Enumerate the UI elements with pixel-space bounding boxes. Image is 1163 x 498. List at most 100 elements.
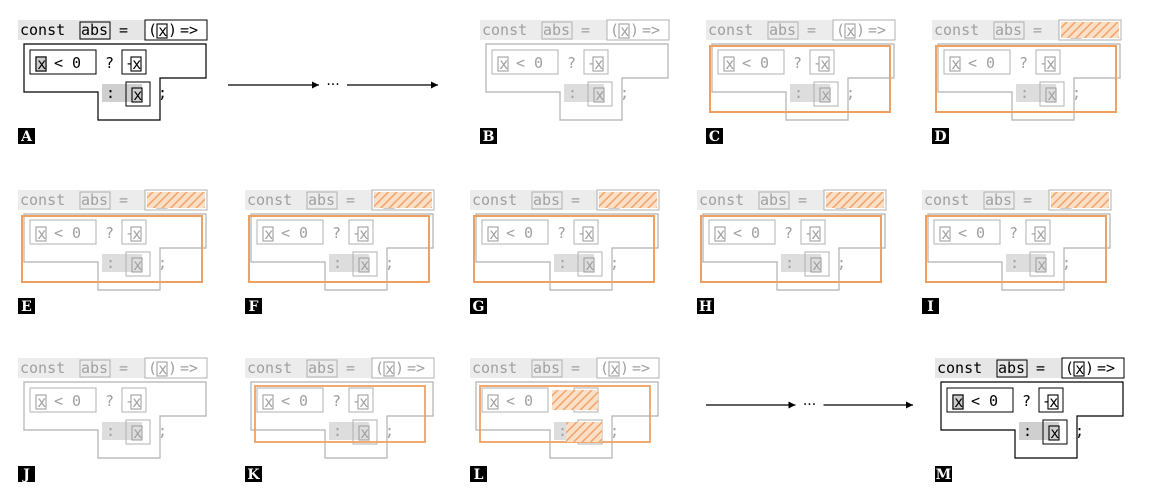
identifier-abs: abs	[760, 191, 787, 209]
identifier-abs: abs	[533, 359, 560, 377]
panel-label-text: J	[21, 467, 30, 483]
semicolon: ;	[610, 254, 619, 272]
minus-sign: -	[587, 54, 596, 72]
highlight-outline	[473, 215, 655, 283]
hole-text: x	[158, 22, 167, 40]
panel-label: B	[480, 128, 497, 145]
keyword-const: const	[20, 359, 65, 377]
close-paren: )	[168, 359, 177, 377]
identifier-abs: abs	[308, 191, 335, 209]
arrow-token: =>	[632, 359, 650, 377]
minus-sign: -	[125, 54, 134, 72]
question-mark: ?	[1009, 224, 1018, 242]
less-than: <	[506, 224, 515, 242]
hole-text: x	[264, 393, 273, 411]
hole-text: x	[1047, 86, 1056, 104]
arrow-head	[312, 81, 319, 89]
identifier-abs: abs	[533, 191, 560, 209]
hatched-lambda	[147, 192, 205, 208]
neg-hole: x	[1047, 393, 1059, 411]
semicolon: ;	[158, 422, 167, 440]
hole-text: x	[585, 256, 594, 274]
equals-sign: =	[119, 191, 128, 209]
body-outline	[940, 381, 1124, 459]
else-hole: x	[358, 424, 370, 442]
hole-text: x	[954, 393, 963, 411]
hole-text: x	[1046, 55, 1055, 73]
minus-sign: -	[804, 224, 813, 242]
neg-hole: x	[130, 393, 142, 411]
panel-label: E	[18, 298, 35, 315]
cond-hole: x	[497, 55, 509, 73]
hole-text: x	[584, 225, 593, 243]
cond-hole: x	[35, 55, 47, 73]
neg-hole: x	[357, 393, 369, 411]
hole-text: x	[610, 360, 619, 378]
open-paren: (	[1065, 359, 1074, 377]
semicolon: ;	[158, 84, 167, 102]
hole-text: x	[360, 424, 369, 442]
equals-sign: =	[1023, 191, 1032, 209]
open-paren: (	[375, 359, 384, 377]
zero-literal: 0	[989, 392, 998, 410]
arrow-head	[788, 401, 796, 409]
zero-literal: 0	[976, 224, 985, 242]
minus-sign: -	[577, 224, 586, 242]
question-mark: ?	[793, 54, 802, 72]
body-outline	[702, 213, 886, 291]
identifier-abs: abs	[81, 21, 108, 39]
hole-text: x	[1049, 393, 1058, 411]
hole-text: x	[725, 55, 734, 73]
neg-hole: x	[130, 55, 142, 73]
identifier-abs: abs	[998, 359, 1025, 377]
close-paren: )	[395, 359, 404, 377]
keyword-const: const	[934, 21, 979, 39]
close-paren: )	[620, 359, 629, 377]
hole-text: x	[385, 360, 394, 378]
identifier-abs: abs	[81, 191, 108, 209]
highlight-outline	[925, 215, 1107, 283]
else-hole: x	[1035, 256, 1047, 274]
semicolon: ;	[385, 422, 394, 440]
cond-hole: x	[487, 225, 499, 243]
panel-label-text: B	[483, 129, 495, 145]
less-than: <	[968, 54, 977, 72]
less-than: <	[54, 224, 63, 242]
colon-token: :	[1023, 422, 1032, 440]
semicolon: ;	[158, 254, 167, 272]
minus-sign: -	[125, 224, 134, 242]
arrow-token: =>	[642, 21, 660, 39]
else-hole: x	[1048, 424, 1060, 442]
open-paren: (	[148, 21, 157, 39]
identifier-abs: abs	[81, 359, 108, 377]
param-hole: x	[608, 360, 620, 378]
panel-label-text: E	[21, 299, 32, 315]
keyword-const: const	[708, 21, 753, 39]
question-mark: ?	[1022, 392, 1031, 410]
keyword-const: const	[472, 191, 517, 209]
arrow-token: =>	[407, 359, 425, 377]
colon-token: :	[568, 84, 577, 102]
neg-hole: x	[809, 225, 821, 243]
less-than: <	[281, 392, 290, 410]
body-outline	[711, 43, 895, 121]
param-hole: x	[156, 360, 168, 378]
colon-token: :	[333, 422, 342, 440]
body-outline	[23, 213, 207, 291]
keyword-const: const	[247, 191, 292, 209]
panel-label-text: G	[473, 299, 485, 315]
colon-token: :	[1010, 254, 1019, 272]
equals-sign: =	[571, 359, 580, 377]
hatched-else	[566, 422, 602, 442]
keyword-const: const	[482, 21, 527, 39]
equals-sign: =	[798, 191, 807, 209]
else-hole: x	[1045, 86, 1057, 104]
colon-token: :	[1020, 84, 1029, 102]
hatched-then	[552, 390, 598, 410]
highlight-outline	[21, 215, 203, 283]
hole-text: x	[359, 393, 368, 411]
